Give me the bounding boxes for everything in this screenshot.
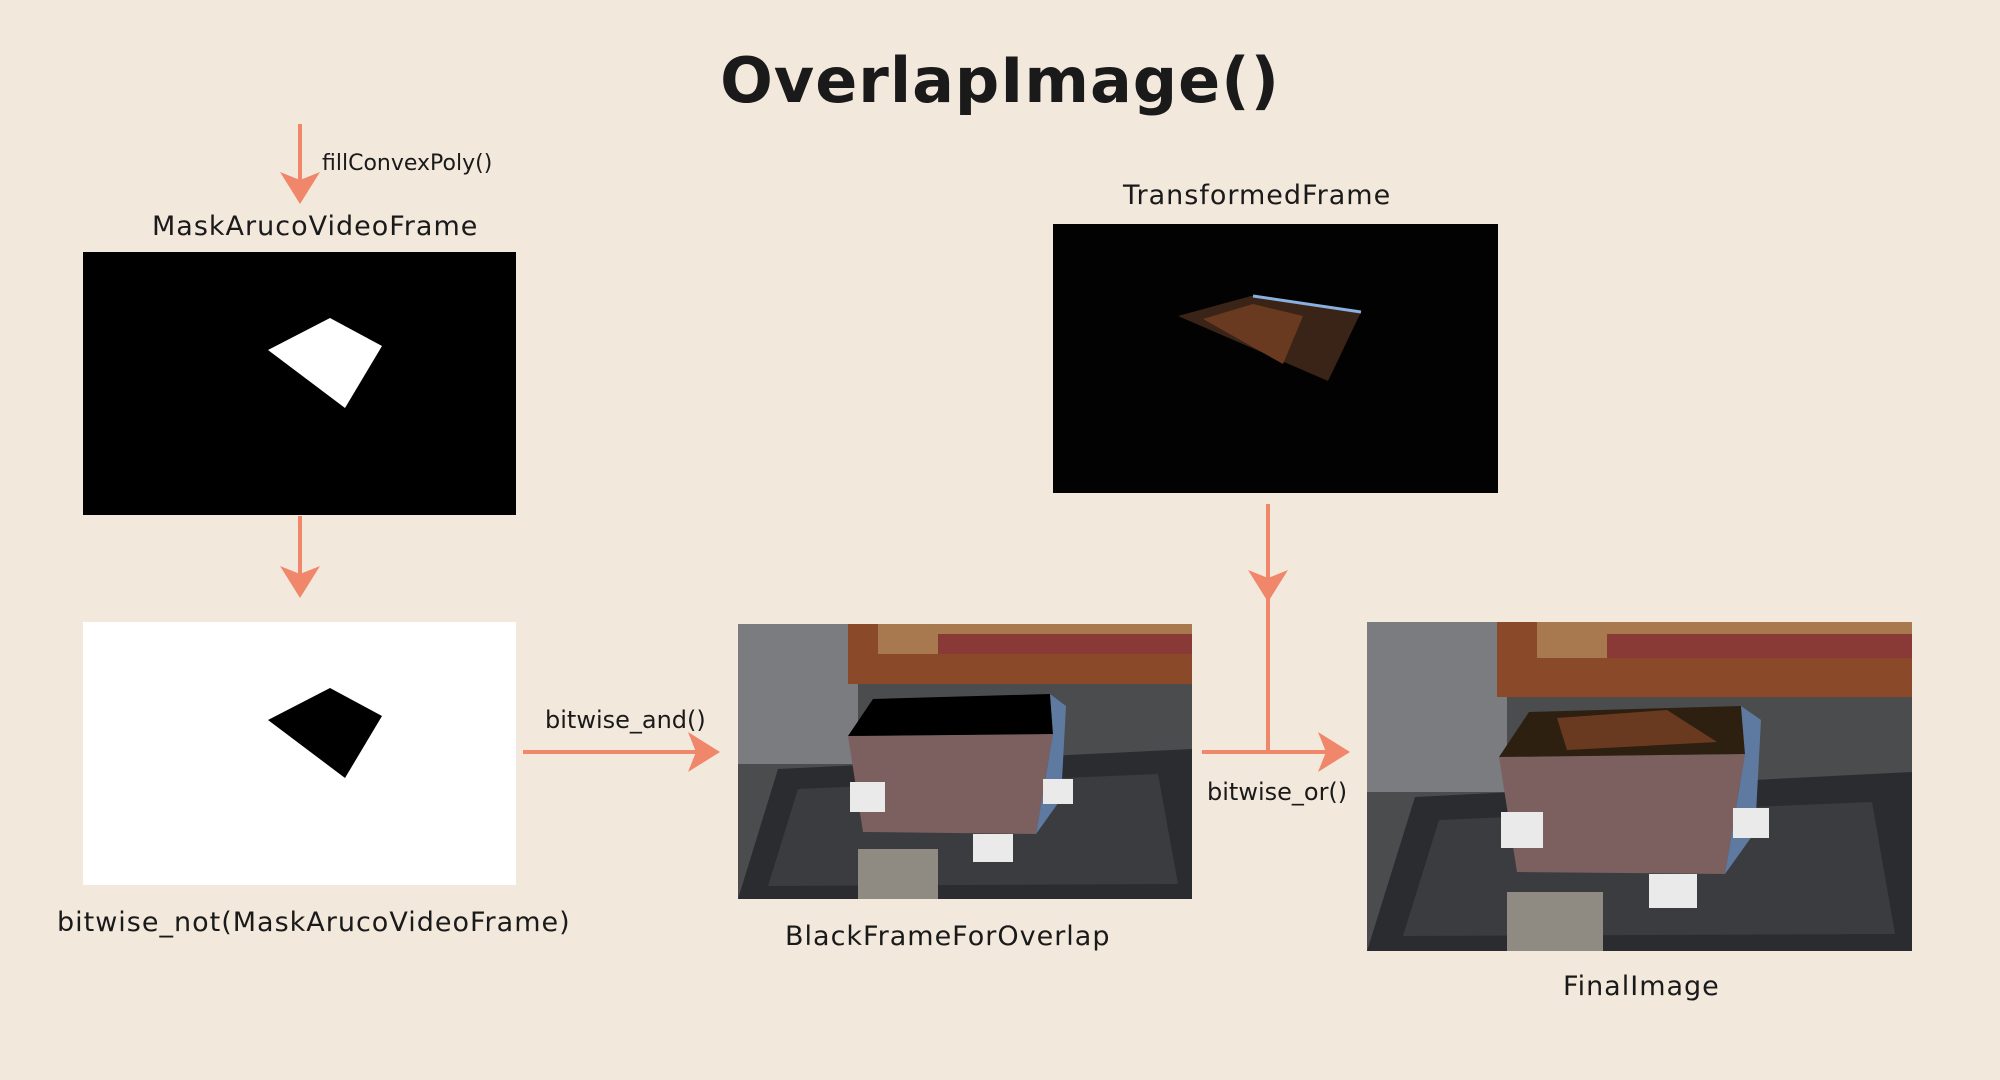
bitwise-and-label: bitwise_and() — [545, 706, 706, 734]
bitwise-not-label: bitwise_not(MaskArucoVideoFrame) — [57, 907, 571, 938]
black-frame-label: BlackFrameForOverlap — [785, 921, 1111, 952]
black-frame-image — [738, 624, 1192, 899]
inverted-mask-image — [83, 622, 516, 885]
mask-frame-image — [83, 252, 516, 515]
transformed-frame-image — [1053, 224, 1498, 493]
final-image-label: FinalImage — [1563, 971, 1720, 1002]
final-image — [1367, 622, 1912, 951]
bitwise-or-label: bitwise_or() — [1207, 778, 1348, 806]
diagram-title: OverlapImage() — [720, 44, 1280, 117]
mask-frame-label: MaskArucoVideoFrame — [152, 211, 479, 242]
fill-convex-poly-label: fillConvexPoly() — [322, 151, 493, 176]
transformed-frame-label: TransformedFrame — [1123, 180, 1392, 211]
